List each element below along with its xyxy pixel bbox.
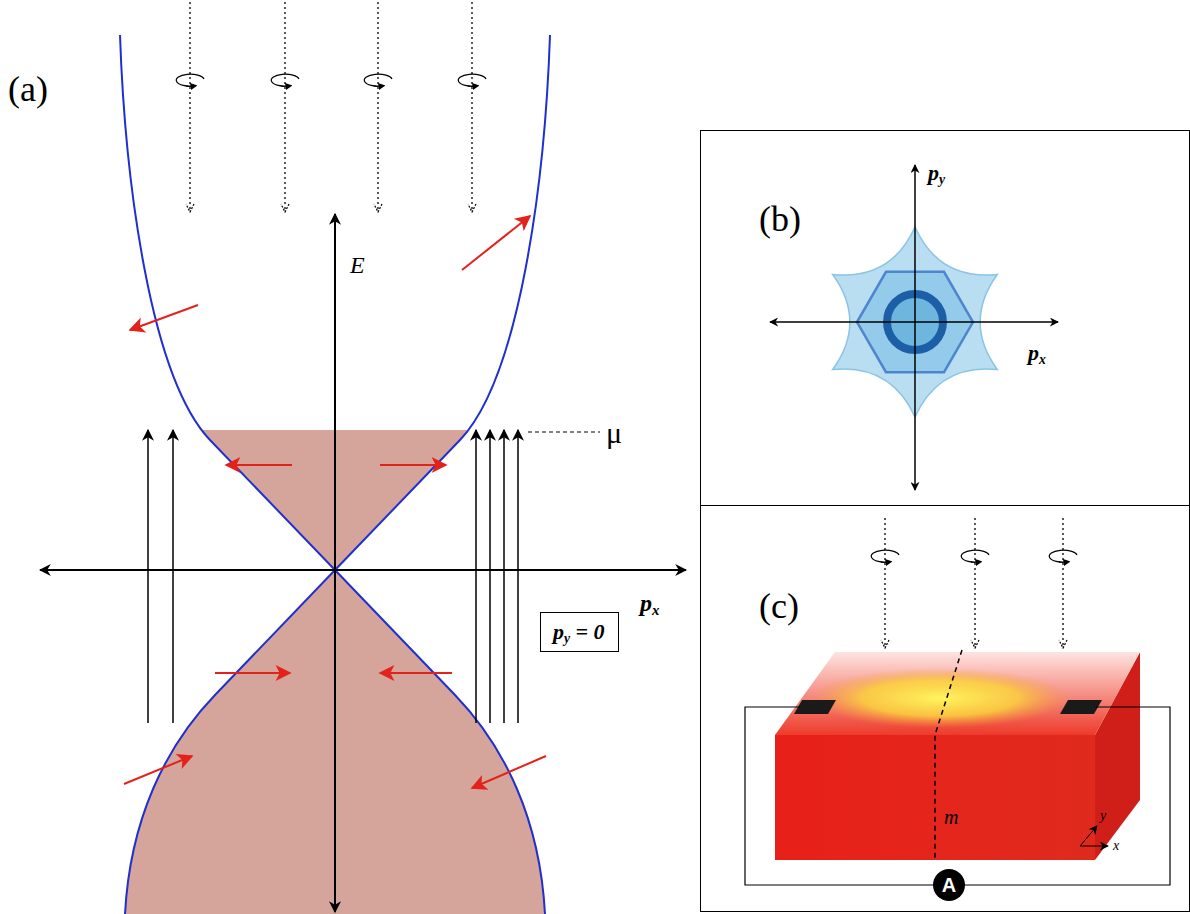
sample-front xyxy=(775,735,1095,860)
meter-symbol: A xyxy=(942,875,956,895)
condition-box: py = 0 xyxy=(540,612,619,652)
mirror-plane xyxy=(935,650,962,860)
momentum-axis-left xyxy=(40,569,335,571)
axis-label: py xyxy=(928,160,945,188)
axis-label: x xyxy=(1113,838,1119,854)
ammeter: A xyxy=(933,869,965,901)
px-axis-left xyxy=(770,321,915,323)
energy-axis-bottom xyxy=(334,600,336,912)
circular-light-a xyxy=(176,2,486,212)
px-axis xyxy=(915,321,1058,323)
axis-label: y xyxy=(1100,808,1106,824)
momentum-axis xyxy=(335,569,686,571)
filled-lower-cone xyxy=(125,570,545,914)
condition-text: py = 0 xyxy=(553,619,605,644)
transition-arrows xyxy=(148,430,518,723)
py-axis-bottom xyxy=(914,322,916,490)
py-axis xyxy=(914,165,916,322)
circular-light-c xyxy=(871,518,1077,648)
contact-left xyxy=(794,700,836,714)
axis-x-small xyxy=(1080,846,1108,847)
spin-arrows xyxy=(124,216,546,788)
circuit-wire xyxy=(745,707,1170,885)
energy-axis xyxy=(334,214,336,912)
chemical-potential-label: μ xyxy=(606,416,622,450)
axis-y-small xyxy=(1080,826,1097,846)
chemical-potential-line xyxy=(528,432,600,433)
panel-label: (b) xyxy=(759,201,801,237)
sample-top xyxy=(775,652,1140,735)
panel-label: (a) xyxy=(8,68,48,110)
contact-right xyxy=(1060,700,1102,714)
panel-label: (c) xyxy=(759,588,799,624)
axis-label: px xyxy=(1028,340,1046,368)
axis-label: E xyxy=(350,252,365,279)
dispersion-curves xyxy=(120,35,550,914)
axis-label: px xyxy=(640,590,659,619)
plane-label: m xyxy=(944,806,958,829)
